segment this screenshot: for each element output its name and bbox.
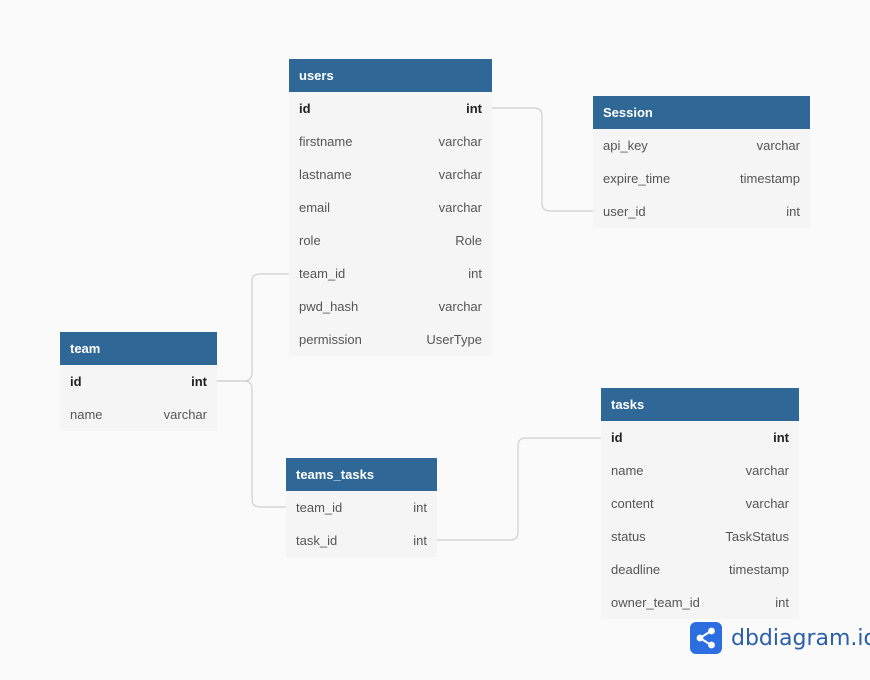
column-type: varchar (756, 138, 800, 153)
column-row[interactable]: expire_time timestamp (593, 162, 810, 195)
column-name: team_id (296, 500, 343, 515)
column-row[interactable]: name varchar (601, 454, 799, 487)
column-row[interactable]: team_id int (286, 491, 437, 524)
column-name: status (611, 529, 646, 544)
column-row[interactable]: firstname varchar (289, 125, 492, 158)
column-name: name (611, 463, 644, 478)
column-type: TaskStatus (725, 529, 789, 544)
column-name: permission (299, 332, 362, 347)
link-team-users (217, 273, 289, 382)
table-header[interactable]: team (60, 332, 217, 365)
column-name: user_id (603, 204, 646, 219)
column-name: content (611, 496, 654, 511)
column-type: varchar (438, 200, 482, 215)
column-type: int (413, 533, 427, 548)
column-type: varchar (438, 299, 482, 314)
column-type: int (413, 500, 427, 515)
column-name: expire_time (603, 171, 671, 186)
column-name: api_key (603, 138, 648, 153)
column-row[interactable]: api_key varchar (593, 129, 810, 162)
column-name: owner_team_id (611, 595, 700, 610)
column-row[interactable]: email varchar (289, 191, 492, 224)
brand-name: dbdiagram.io (731, 625, 870, 651)
column-row[interactable]: id int (289, 92, 492, 125)
column-row[interactable]: task_id int (286, 524, 437, 557)
column-type: Role (455, 233, 482, 248)
column-type: int (468, 266, 482, 281)
table-session[interactable]: Session api_key varchar expire_time timestam… (593, 96, 810, 228)
column-type: varchar (163, 407, 207, 422)
column-row[interactable]: status TaskStatus (601, 520, 799, 553)
column-type: int (786, 204, 800, 219)
column-type: timestamp (740, 171, 800, 186)
table-header[interactable]: Session (593, 96, 810, 129)
column-name: task_id (296, 533, 338, 548)
column-row[interactable]: deadline timestamp (601, 553, 799, 586)
brand-logo[interactable]: dbdiagram.io (690, 620, 870, 656)
column-type: int (773, 430, 789, 445)
link-users-session (492, 107, 593, 212)
column-row[interactable]: permission UserType (289, 323, 492, 356)
column-type: varchar (745, 463, 789, 478)
column-name: deadline (611, 562, 661, 577)
column-name: id (611, 430, 623, 445)
column-row[interactable]: pwd_hash varchar (289, 290, 492, 323)
table-header[interactable]: teams_tasks (286, 458, 437, 491)
column-name: id (70, 374, 82, 389)
column-row[interactable]: team_id int (289, 257, 492, 290)
column-name: role (299, 233, 321, 248)
column-type: int (191, 374, 207, 389)
table-users[interactable]: users id int firstname varchar lastname varcha… (289, 59, 492, 356)
column-type: varchar (745, 496, 789, 511)
column-name: id (299, 101, 311, 116)
column-row[interactable]: owner_team_id int (601, 586, 799, 619)
column-type: int (466, 101, 482, 116)
column-type: UserType (426, 332, 482, 347)
column-name: firstname (299, 134, 353, 149)
column-row[interactable]: user_id int (593, 195, 810, 228)
column-row[interactable]: content varchar (601, 487, 799, 520)
column-type: varchar (438, 134, 482, 149)
column-row[interactable]: id int (601, 421, 799, 454)
column-row[interactable]: role Role (289, 224, 492, 257)
column-row[interactable]: lastname varchar (289, 158, 492, 191)
table-team[interactable]: team id int name varchar (60, 332, 217, 431)
column-name: team_id (299, 266, 346, 281)
table-tasks[interactable]: tasks id int name varchar content varchar statu… (601, 388, 799, 619)
column-type: timestamp (729, 562, 789, 577)
share-nodes-icon (690, 622, 722, 654)
column-name: name (70, 407, 103, 422)
column-type: varchar (438, 167, 482, 182)
table-header[interactable]: tasks (601, 388, 799, 421)
column-name: lastname (299, 167, 352, 182)
link-teams-tasks-tasks (437, 437, 601, 541)
column-type: int (775, 595, 789, 610)
column-name: pwd_hash (299, 299, 359, 314)
link-team-teams-tasks (217, 380, 286, 508)
column-name: email (299, 200, 331, 215)
column-row[interactable]: id int (60, 365, 217, 398)
column-row[interactable]: name varchar (60, 398, 217, 431)
table-header[interactable]: users (289, 59, 492, 92)
